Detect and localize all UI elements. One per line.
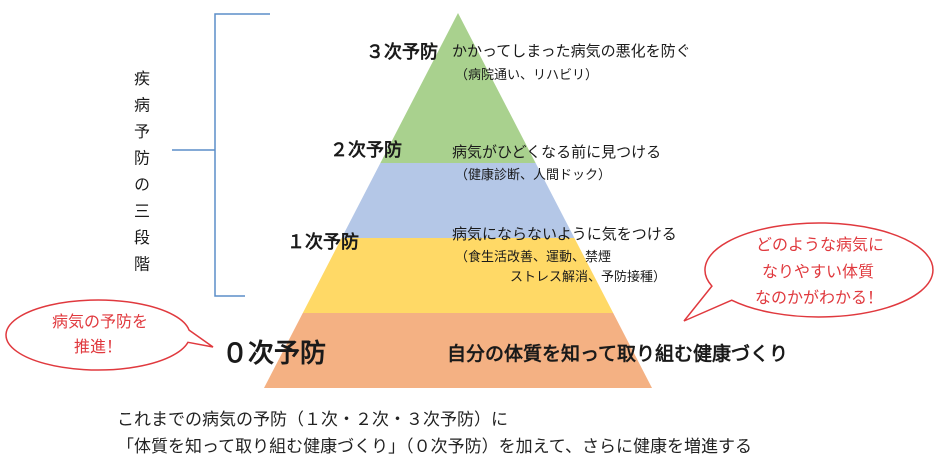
level-description-tertiary: かかってしまった病気の悪化を防ぐ <box>452 42 691 60</box>
level-description-zero: 自分の体質を知って取り組む健康づくり <box>447 342 788 365</box>
pyramid <box>264 13 652 388</box>
level-examples-primary-continued: ストレス解消、予防接種） <box>510 269 666 285</box>
footer-line-2: 「体質を知って取り組む健康づくり」（０次予防）を加えて、さらに健康を増進する <box>117 437 752 457</box>
secondary-labels: ２次予防 病気がひどくなる前に見つける （健康診断、人間ドック） <box>330 139 661 183</box>
level-label-secondary: ２次予防 <box>330 139 402 161</box>
callout-left-line-1: 病気の予防を <box>52 312 148 331</box>
callout-right-line-2: なりやすい体質 <box>762 262 874 281</box>
footer-line-1: これまでの病気の予防（１次・２次・３次予防）に <box>117 410 508 430</box>
level-label-primary: １次予防 <box>287 231 359 253</box>
level-description-secondary: 病気がひどくなる前に見つける <box>452 143 661 161</box>
level-description-primary: 病気にならないように気をつける <box>452 225 677 243</box>
level-label-zero: ０次予防 <box>222 339 326 369</box>
level-examples-primary: （食生活改善、運動、禁煙 <box>455 249 611 265</box>
pyramid-layer-tertiary <box>380 13 536 163</box>
pyramid-layer-primary <box>302 238 614 313</box>
bracket-line <box>214 13 270 297</box>
pyramid-layer-secondary <box>341 163 575 238</box>
pyramid-layer-zero <box>264 313 652 388</box>
footer-caption: これまでの病気の予防（１次・２次・３次予防）に 「体質を知って取り組む健康づくり… <box>117 410 752 457</box>
primary-labels: １次予防 病気にならないように気をつける （食生活改善、運動、禁煙 ストレス解消… <box>287 225 677 285</box>
callout-right-line-3: なのかがわかる！ <box>755 288 883 307</box>
callout-left-bubble <box>5 299 214 371</box>
level-examples-secondary: （健康診断、人間ドック） <box>455 167 611 183</box>
callout-left-line-2: 推進！ <box>74 337 122 356</box>
level-examples-tertiary: （病院通い、リハビリ） <box>455 68 598 83</box>
callout-right-line-1: どのような病気に <box>756 235 884 254</box>
callout-right-bubble <box>683 222 934 322</box>
level-label-tertiary: ３次予防 <box>366 41 438 63</box>
bracket <box>172 13 270 297</box>
zero-labels: ０次予防 自分の体質を知って取り組む健康づくり <box>222 339 788 369</box>
vertical-title: 疾病予防の三段階 <box>131 70 150 282</box>
callout-left: 病気の予防を 推進！ <box>5 299 214 371</box>
tertiary-labels: ３次予防 かかってしまった病気の悪化を防ぐ （病院通い、リハビリ） <box>366 41 691 83</box>
callout-right: どのような病気に なりやすい体質 なのかがわかる！ <box>683 222 934 322</box>
